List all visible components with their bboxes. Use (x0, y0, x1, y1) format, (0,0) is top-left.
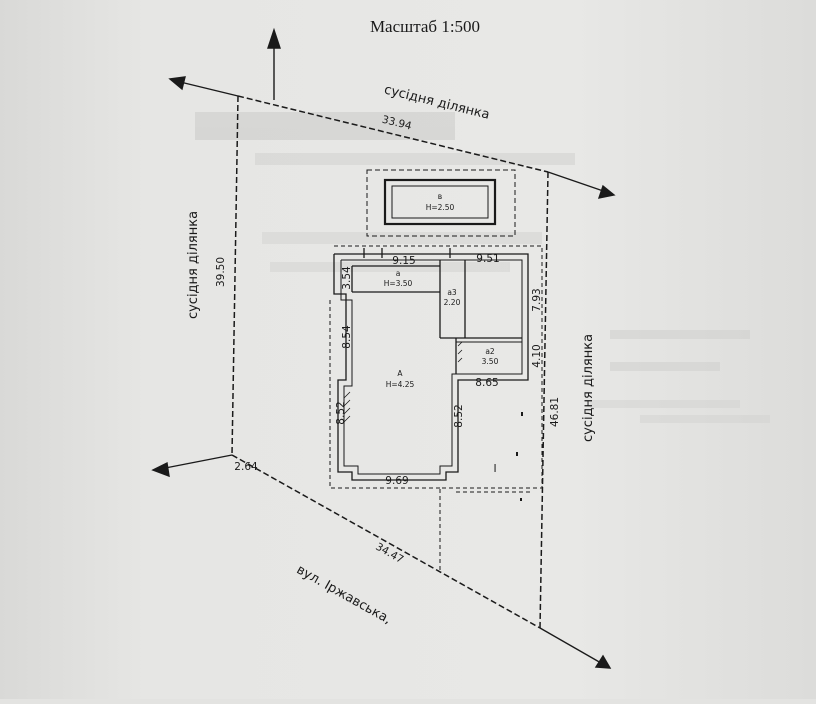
boundary-bottom-left-length: 2.64 (234, 461, 258, 473)
boundary-bottom-length: 34.47 (373, 541, 405, 566)
scale-title: Масштаб 1:500 (370, 17, 480, 36)
annex-a-letter: а (396, 269, 401, 278)
dim-top-left: 9.15 (392, 255, 415, 267)
arrow-down-right-icon (594, 654, 612, 669)
annex-a3-letter: а3 (447, 288, 457, 297)
main-building (333, 248, 529, 481)
neighbor-right-label: сусідня ділянка (581, 334, 596, 442)
neighbor-left-label: сусідня ділянка (186, 211, 201, 319)
annex-a-height: Н=3.50 (384, 279, 413, 288)
yard-marker: І (493, 463, 496, 475)
site-perimeter (329, 245, 543, 572)
dim-inner: 8.52 (453, 404, 465, 427)
boundary-arrows (151, 27, 616, 669)
arrow-left-icon (168, 76, 186, 91)
main-house-letter: А (397, 369, 403, 378)
arrow-right-icon (597, 184, 616, 199)
boundary-left-length: 39.50 (215, 257, 227, 287)
hatching (343, 341, 463, 423)
boundary-right-length: 46.81 (549, 397, 561, 427)
pool-height: Н=2.50 (426, 203, 455, 212)
dim-left-lower: 8.52 (335, 401, 347, 424)
dim-left-upper: 3.54 (341, 266, 353, 290)
dim-right-lower: 4.10 (531, 344, 543, 367)
yard-ticks (516, 412, 523, 501)
annex-a2-height: 3.50 (482, 357, 499, 366)
arrow-left-icon-2 (151, 461, 170, 478)
pool-letter: в (438, 192, 442, 201)
pool-structure (366, 169, 516, 237)
dim-right-upper: 7.93 (531, 288, 543, 311)
main-house-height: Н=4.25 (386, 380, 415, 389)
show-through-text (195, 112, 770, 423)
plot-boundary (231, 95, 549, 629)
dim-bottom: 9.69 (385, 475, 408, 487)
dim-top-right: 9.51 (476, 253, 499, 265)
arrow-up-icon (267, 27, 281, 49)
dim-annex-width: 8.65 (475, 377, 498, 389)
street-label: вул. Іржавська, (294, 562, 394, 627)
annex-a2-letter: а2 (485, 347, 495, 356)
annex-a3-height: 2.20 (444, 298, 461, 307)
dim-left-mid: 8.54 (341, 325, 353, 349)
